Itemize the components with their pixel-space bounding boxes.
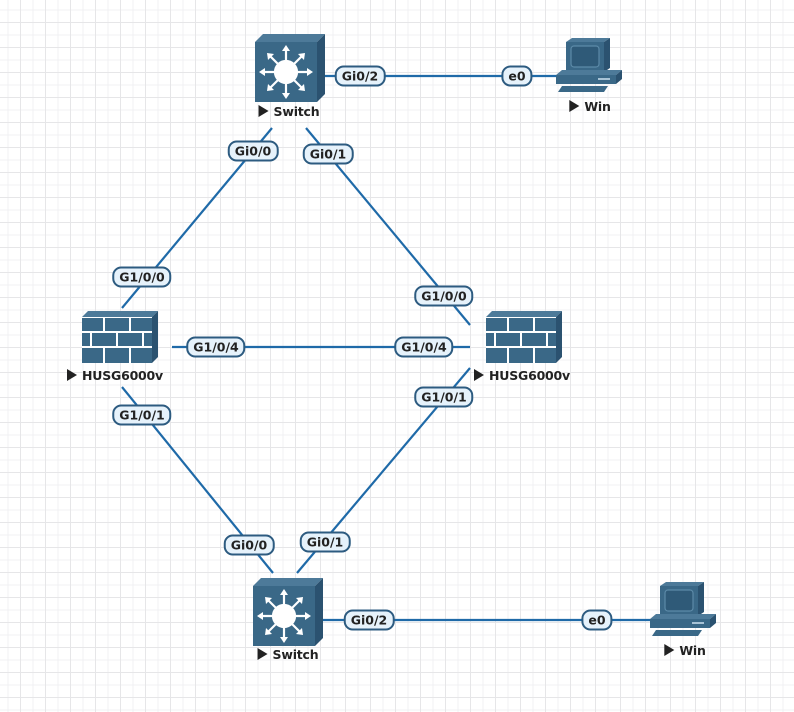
firewall-icon — [486, 311, 562, 363]
pc-bottom-label[interactable]: Win — [664, 643, 706, 658]
pc-top-label[interactable]: Win — [569, 99, 611, 114]
if-label-fw-right-g1-0-0[interactable]: G1/0/0 — [414, 285, 474, 307]
pc-icon — [556, 38, 622, 92]
start-icon — [569, 100, 580, 112]
switch-top-node[interactable] — [255, 34, 325, 102]
switch-bottom-label[interactable]: Switch — [257, 647, 319, 662]
if-label-pc-bottom-e0[interactable]: e0 — [581, 609, 613, 631]
start-icon — [473, 369, 484, 381]
switch-top-label[interactable]: Switch — [258, 104, 320, 119]
fw-right-node[interactable] — [486, 311, 562, 363]
if-label-switch-top-gi0-1[interactable]: Gi0/1 — [302, 143, 354, 165]
start-icon — [258, 105, 269, 117]
if-label-fw-left-g1-0-0[interactable]: G1/0/0 — [112, 266, 172, 288]
if-label-fw-right-g1-0-4[interactable]: G1/0/4 — [394, 336, 454, 358]
if-label-fw-right-g1-0-1[interactable]: G1/0/1 — [414, 386, 474, 408]
if-label-pc-top-e0[interactable]: e0 — [501, 65, 533, 87]
firewall-icon — [82, 311, 158, 363]
if-label-fw-left-g1-0-1[interactable]: G1/0/1 — [112, 404, 172, 426]
switch-icon — [253, 578, 323, 646]
fw-right-label[interactable]: HUSG6000v — [473, 368, 570, 383]
if-label-switch-top-gi0-2[interactable]: Gi0/2 — [334, 65, 386, 87]
pc-icon — [650, 582, 716, 636]
if-label-fw-left-g1-0-4[interactable]: G1/0/4 — [186, 336, 246, 358]
pc-bottom-node[interactable] — [650, 582, 718, 640]
switch-icon — [255, 34, 325, 102]
if-label-switch-bottom-gi0-0[interactable]: Gi0/0 — [223, 534, 275, 556]
fw-left-label[interactable]: HUSG6000v — [66, 368, 163, 383]
if-label-switch-top-gi0-0[interactable]: Gi0/0 — [227, 140, 279, 162]
start-icon — [664, 644, 675, 656]
switch-bottom-node[interactable] — [253, 578, 323, 646]
fw-left-node[interactable] — [82, 311, 158, 363]
start-icon — [257, 648, 268, 660]
start-icon — [66, 369, 77, 381]
pc-top-node[interactable] — [556, 38, 624, 96]
if-label-switch-bottom-gi0-1[interactable]: Gi0/1 — [299, 531, 351, 553]
if-label-switch-bottom-gi0-2[interactable]: Gi0/2 — [343, 609, 395, 631]
